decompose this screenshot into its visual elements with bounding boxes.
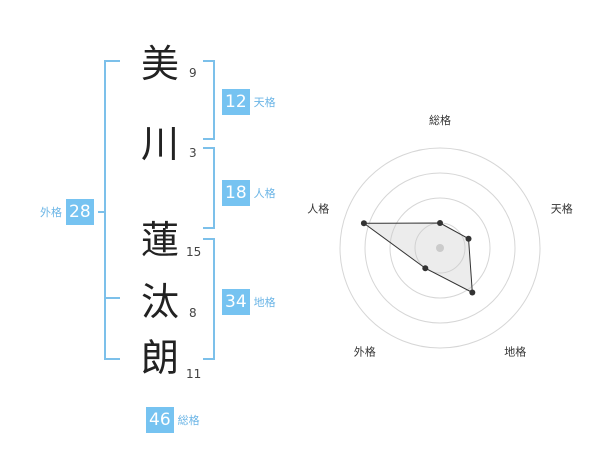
stroke-count-1: 9 [189, 66, 197, 80]
gai-connector [98, 211, 106, 213]
jin-badge: 18 人格 [222, 180, 276, 206]
radar-point-1 [437, 220, 443, 226]
jin-label: 人格 [253, 187, 276, 200]
radar-center-marker [436, 244, 444, 252]
radar-area [362, 222, 473, 294]
gai-bracket [104, 60, 120, 360]
sou-label: 総格 [177, 414, 200, 427]
stroke-count-5: 11 [186, 367, 202, 381]
name-char-3: 蓮 [140, 218, 179, 262]
radar-axis-label-1: 総格 [429, 113, 451, 127]
stroke-count-3: 15 [186, 245, 202, 259]
name-char-4: 汰 [140, 280, 179, 324]
radar-axis-label-2: 天格 [551, 201, 573, 215]
stroke-count-4: 8 [189, 306, 197, 320]
ten-value: 12 [222, 89, 250, 115]
radar-ring-3 [364, 172, 516, 324]
name-char-5: 朗 [140, 336, 179, 380]
chi-badge: 34 地格 [222, 289, 276, 315]
radar-ring-4 [339, 147, 541, 349]
gai-badge: 外格 28 [40, 199, 94, 225]
chi-label: 地格 [253, 296, 276, 309]
radar-axis-label-3: 地格 [504, 345, 526, 359]
gai-label: 外格 [40, 206, 62, 219]
radar-axis-label-5: 人格 [307, 201, 329, 215]
radar-point-4 [422, 265, 429, 272]
gai-value: 28 [66, 199, 94, 225]
sou-badge: 46 総格 [146, 407, 200, 433]
jin-bracket [203, 147, 215, 229]
radar-ring-2 [389, 197, 491, 299]
chi-bracket [203, 238, 215, 360]
stroke-count-2: 3 [189, 146, 197, 160]
gai-bracket-mid [104, 297, 120, 299]
jin-value: 18 [222, 180, 250, 206]
chi-value: 34 [222, 289, 250, 315]
name-char-1: 美 [140, 42, 179, 86]
radar-point-5 [360, 220, 367, 227]
radar-point-3 [469, 289, 476, 296]
radar-point-2 [465, 235, 472, 242]
ten-badge: 12 天格 [222, 89, 276, 115]
ten-bracket [203, 60, 215, 140]
ten-label: 天格 [253, 96, 276, 109]
sou-value: 46 [146, 407, 174, 433]
radar-axis-label-4: 外格 [354, 345, 376, 359]
name-char-2: 川 [140, 122, 179, 166]
